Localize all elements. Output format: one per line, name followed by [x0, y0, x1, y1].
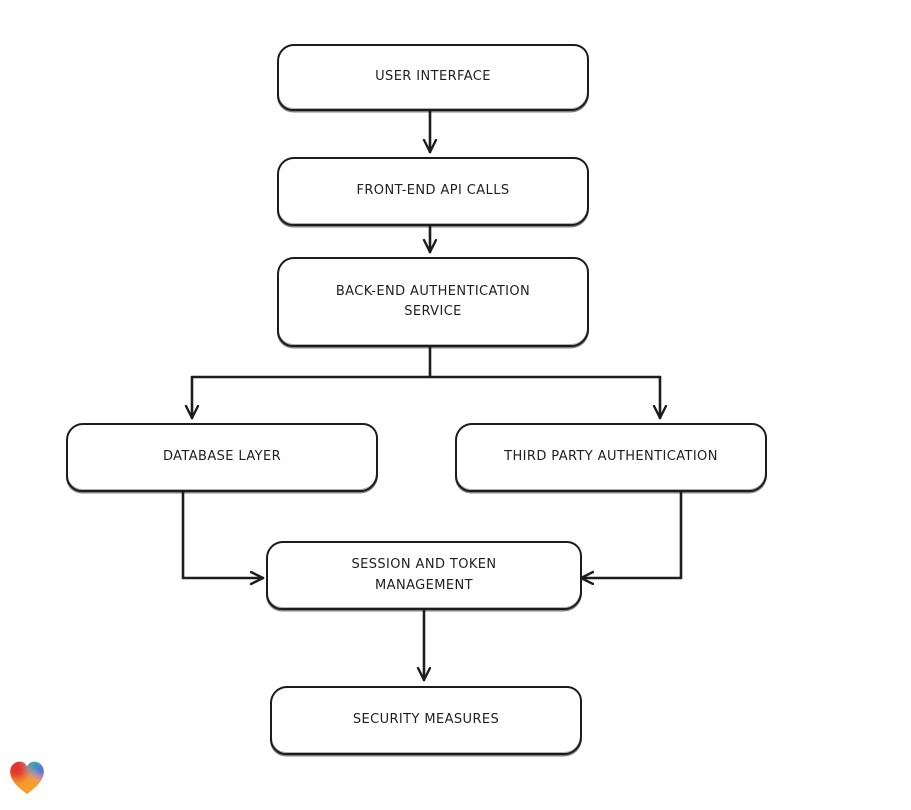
node-label: BACK-END AUTHENTICATION SERVICE — [335, 283, 531, 319]
node-label: FRONT-END API CALLS — [356, 183, 510, 199]
node-database-layer: DATABASE LAYER — [66, 423, 378, 492]
node-back-end-authentication-service: BACK-END AUTHENTICATION SERVICE — [277, 257, 589, 347]
edges — [181, 105, 683, 682]
node-label: DATABASE LAYER — [162, 449, 282, 465]
edge-thirdparty-to-session — [579, 486, 683, 578]
node-label: THIRD PARTY AUTHENTICATION — [504, 449, 718, 465]
node-third-party-authentication: THIRD PARTY AUTHENTICATION — [455, 423, 767, 492]
node-label: SESSION AND TOKEN MANAGEMENT — [351, 557, 497, 593]
heart-orange-blob — [11, 779, 36, 795]
node-session-and-token-management: SESSION AND TOKEN MANAGEMENT — [266, 541, 582, 610]
heart-logo-icon — [10, 761, 44, 795]
node-label: SECURITY MEASURES — [352, 712, 500, 728]
node-user-interface: USER INTERFACE — [277, 44, 589, 111]
heart-blue-blob — [35, 763, 44, 778]
node-security-measures: SECURITY MEASURES — [270, 686, 582, 755]
edge-database-to-session — [181, 486, 265, 578]
node-front-end-api-calls: FRONT-END API CALLS — [277, 157, 589, 226]
node-label: USER INTERFACE — [375, 69, 491, 85]
heart-red-blob — [10, 761, 30, 781]
